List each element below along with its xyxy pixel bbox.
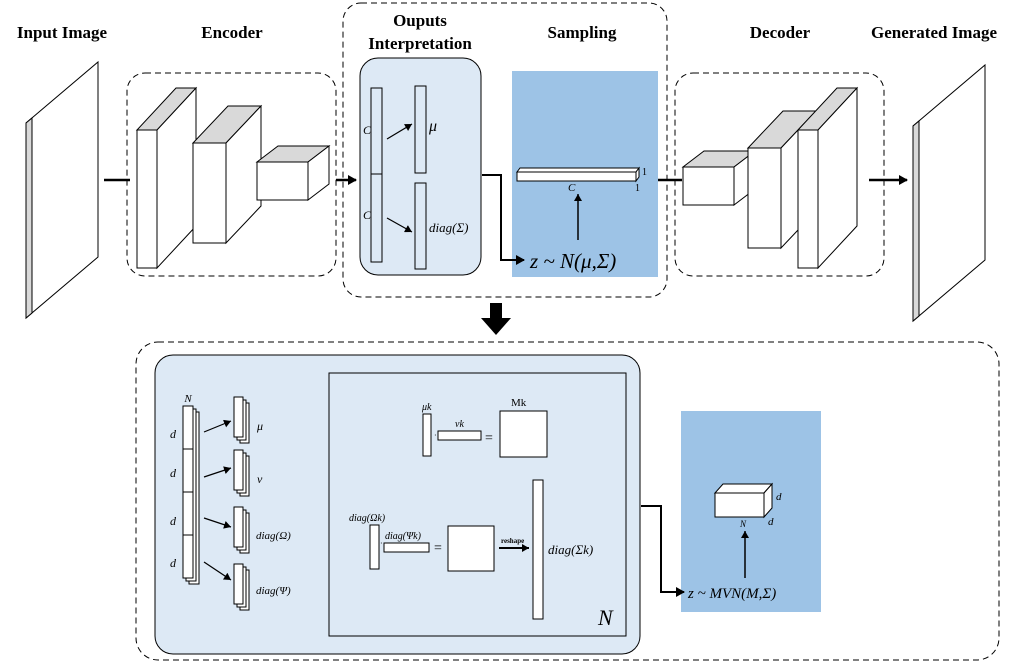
stack-nu	[233, 449, 250, 497]
header-generated-image: Generated Image	[871, 23, 998, 42]
decoder-block-3	[796, 86, 859, 270]
label-n-top: N	[183, 393, 192, 405]
label-nu-bottom: ν	[257, 472, 263, 486]
diag-sigma-k-vector	[532, 479, 544, 620]
dot-op-1: ·	[434, 431, 437, 440]
computation-box	[328, 372, 627, 637]
encoder-dashed-box	[126, 72, 337, 277]
outputs-sampling-dashed-box	[342, 2, 668, 298]
header-outputs-line1: Ouputs	[393, 11, 447, 30]
omega-k-vector	[369, 524, 380, 570]
stack-psi	[233, 563, 250, 611]
label-c-upper: C	[363, 123, 372, 137]
psi-k-vector	[383, 542, 430, 553]
label-diag-sigma-k: diag(Σk)	[548, 542, 593, 557]
header-outputs-line2: Interpretation	[368, 34, 472, 53]
header-decoder: Decoder	[750, 23, 811, 42]
label-d-2: d	[170, 466, 177, 480]
label-nu-k: νk	[455, 419, 464, 430]
label-cube-d-bottom: d	[768, 516, 774, 528]
encoder-block-1	[135, 86, 198, 270]
equals-1: =	[485, 431, 493, 446]
label-d-1: d	[170, 427, 177, 441]
label-bar-one-b: 1	[635, 183, 640, 194]
header-encoder: Encoder	[201, 23, 263, 42]
label-d-3: d	[170, 514, 177, 528]
label-n-big: N	[597, 605, 614, 630]
latent-bar	[516, 166, 640, 183]
outputs-interpretation-panel	[359, 57, 482, 276]
arrow-to-nu-stack	[203, 466, 232, 478]
stack-mu	[233, 396, 250, 444]
label-diag-sigma: diag(Σ)	[429, 220, 469, 235]
label-c-lower: C	[363, 208, 372, 222]
label-cube-n: N	[739, 519, 747, 529]
label-mu: μ	[428, 118, 437, 135]
label-cube-d-right: d	[776, 491, 782, 503]
header-input-image: Input Image	[17, 23, 108, 42]
decoder-dashed-box	[674, 72, 885, 277]
arrow-to-omega-stack	[203, 517, 232, 529]
stack-omega	[233, 506, 250, 554]
generated-image-plate	[912, 63, 986, 323]
dot-op-2: ·	[380, 539, 383, 548]
label-mu-bottom: μ	[256, 419, 263, 433]
formula-z-mvn: z ~ MVN(M,Σ)	[687, 586, 776, 602]
stacked-input-vectors	[182, 405, 200, 585]
latent-cube	[713, 482, 774, 519]
input-image-plate	[25, 60, 99, 320]
encoder-output-vector	[370, 87, 383, 263]
label-bar-c: C	[568, 182, 576, 194]
mu-vector	[414, 85, 427, 174]
nu-k-vector	[437, 430, 482, 441]
header-sampling: Sampling	[548, 23, 617, 42]
sigma-k-matrix	[447, 525, 495, 572]
arrow-to-psi-stack	[203, 561, 232, 581]
mu-k-vector	[422, 413, 432, 457]
arrow-to-mu-stack	[203, 419, 232, 433]
bottom-dashed-box	[135, 341, 1000, 661]
equals-2: =	[434, 541, 442, 556]
label-reshape: reshape	[501, 537, 524, 545]
label-diag-omega: diag(Ω)	[256, 530, 291, 542]
arrow-to-mu	[386, 123, 413, 140]
label-M-k: Mk	[511, 397, 527, 409]
label-bar-one-a: 1	[642, 167, 647, 178]
label-mu-k: μk	[421, 402, 432, 413]
label-diag-psi-k: diag(Ψk)	[385, 531, 422, 542]
arrow-to-z-bottom	[641, 505, 685, 597]
label-diag-psi: diag(Ψ)	[256, 585, 291, 597]
label-diag-omega-k: diag(Ωk)	[349, 513, 386, 524]
expand-down-arrow-icon	[481, 303, 511, 335]
decoder-block-1	[681, 149, 757, 207]
label-d-4: d	[170, 556, 177, 570]
arrow-to-sigma	[386, 217, 413, 233]
arrow-to-z-top	[482, 174, 525, 265]
sigma-vector	[414, 182, 427, 270]
formula-z-normal: z ~ N(μ,Σ)	[529, 249, 616, 273]
encoder-block-2	[191, 104, 263, 245]
encoder-block-3	[255, 144, 331, 202]
M-k-matrix	[499, 410, 548, 458]
